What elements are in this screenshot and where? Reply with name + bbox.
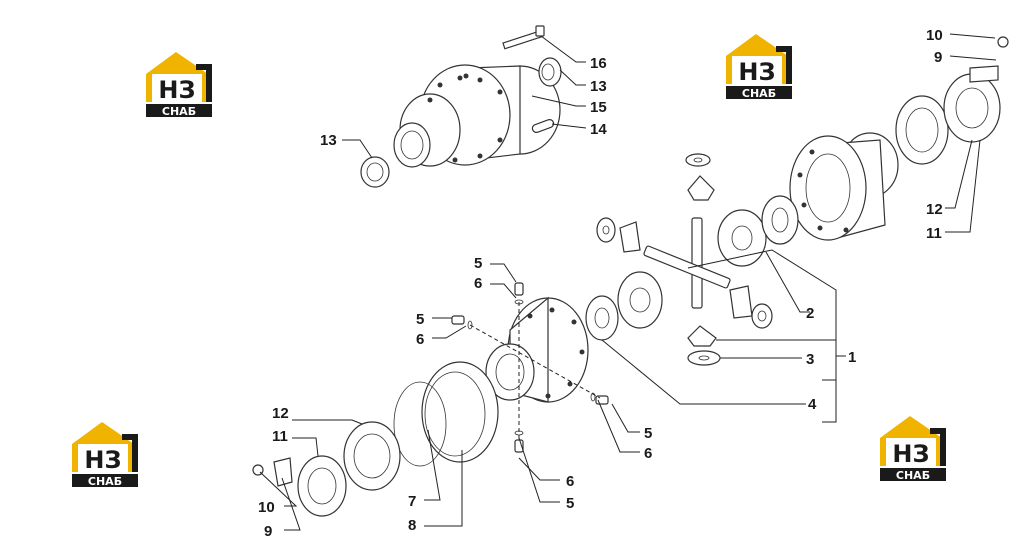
callout-5-top: 5 <box>474 255 482 272</box>
logo-caption: СНАБ <box>742 87 776 100</box>
thrust-washer-right <box>761 195 799 245</box>
callout-9-plate-right: 9 <box>934 49 942 66</box>
callout-11-nut-right: 11 <box>926 225 942 242</box>
pinion-gear-bottom <box>687 325 717 347</box>
bolt-16 <box>502 25 545 50</box>
callout-1-assembly: 1 <box>848 349 856 366</box>
bushing-13-left <box>360 156 390 188</box>
callout-6-right: 6 <box>644 445 652 462</box>
callout-10-bolt-right: 10 <box>926 27 943 44</box>
callout-10-bolt-left: 10 <box>258 499 275 516</box>
washer-top <box>685 153 711 167</box>
callout-6-left: 6 <box>416 331 424 348</box>
callout-5-bottom: 5 <box>566 495 574 512</box>
thrust-washer-4 <box>585 295 619 341</box>
callout-12-bearing-left: 12 <box>272 405 289 422</box>
brand-logo-bottom-left: НЗ СНАБ <box>72 422 138 488</box>
adjuster-nut-11-right <box>943 73 1001 143</box>
brand-logo-top-left: НЗ СНАБ <box>146 52 212 118</box>
lock-plate-9-right <box>969 36 1009 83</box>
side-gear-left <box>617 271 663 329</box>
callout-16-bolt: 16 <box>590 55 607 72</box>
callout-7-ring: 7 <box>408 493 416 510</box>
washer-right <box>751 303 773 329</box>
bearing-12-left <box>343 421 401 491</box>
bushing-13-top <box>538 57 562 87</box>
callout-5-right: 5 <box>644 425 652 442</box>
logo-caption: СНАБ <box>896 469 930 482</box>
callout-2-side-gear: 2 <box>806 305 814 322</box>
washer-left <box>596 217 616 243</box>
pinion-gear-right <box>729 285 753 319</box>
callout-3-washer: 3 <box>806 351 814 368</box>
pinion-gear-left <box>619 221 641 253</box>
callout-5-left: 5 <box>416 311 424 328</box>
pin-14 <box>531 119 555 133</box>
callout-6-bottom: 6 <box>566 473 574 490</box>
brand-logo-bottom-right: НЗ СНАБ <box>880 416 946 482</box>
callout-4-thrust-washer: 4 <box>808 396 817 413</box>
leader-lines <box>259 33 997 531</box>
callout-9-plate-left: 9 <box>264 523 272 540</box>
spider-cross-shaft <box>643 217 731 309</box>
callout-15: 15 <box>590 99 607 116</box>
bearing-12-right <box>895 95 949 165</box>
lock-plate-9-left <box>252 457 293 487</box>
left-housing-half <box>485 296 589 403</box>
washer-3 <box>687 350 721 366</box>
logo-caption: СНАБ <box>88 475 122 488</box>
callout-12-bearing-right: 12 <box>926 201 943 218</box>
adjuster-nut-11-left <box>297 455 347 517</box>
callout-11-nut-left: 11 <box>272 428 288 445</box>
pinion-gear-top <box>687 175 715 201</box>
logo-mark: НЗ <box>738 58 775 86</box>
logo-mark: НЗ <box>892 440 929 468</box>
logo-mark: НЗ <box>84 446 121 474</box>
logo-caption: СНАБ <box>162 105 196 118</box>
gasket-rings <box>393 361 499 467</box>
callout-13-bushing-left: 13 <box>320 132 337 149</box>
callout-14-pin: 14 <box>590 121 607 138</box>
callout-8-ring: 8 <box>408 517 416 534</box>
callout-6-top: 6 <box>474 275 482 292</box>
side-gear-right <box>717 209 767 267</box>
callout-13-bushing-top: 13 <box>590 78 607 95</box>
logo-mark: НЗ <box>158 76 195 104</box>
brand-logo-top-right: НЗ СНАБ <box>726 34 792 100</box>
right-housing-half <box>789 132 899 241</box>
assembled-differential <box>393 64 561 168</box>
callout-labels: 16 13 15 14 13 10 9 12 11 2 3 1 4 5 6 5 … <box>258 27 943 540</box>
